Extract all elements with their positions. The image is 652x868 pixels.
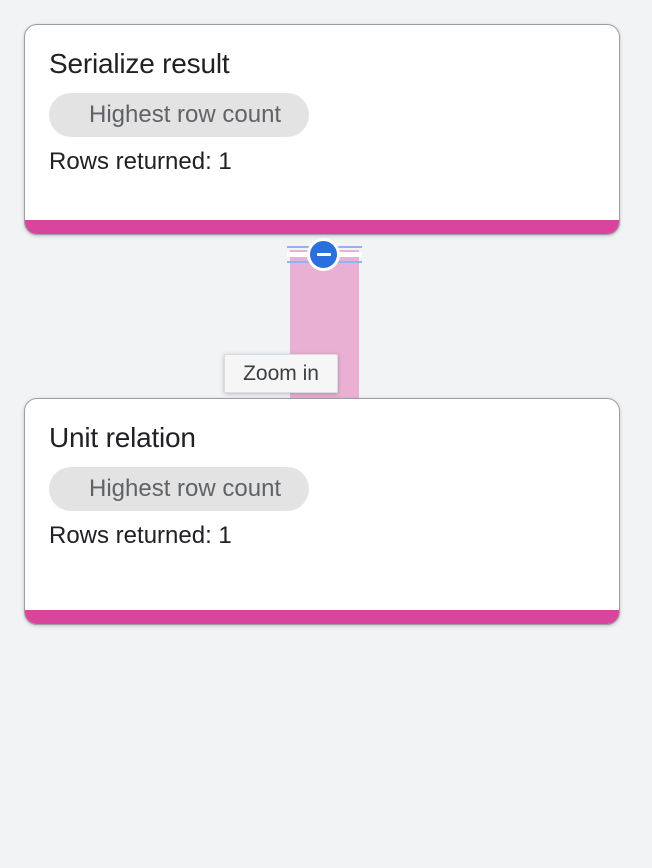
tooltip-zoom-in: Zoom in xyxy=(224,354,338,393)
node-accent-bar xyxy=(25,610,619,624)
handle-line xyxy=(324,246,362,248)
handle-line xyxy=(287,246,325,248)
handle-line xyxy=(287,261,325,263)
node-card-unit-relation[interactable]: Unit relation Highest row count Rows ret… xyxy=(24,398,620,625)
handle-line xyxy=(287,252,325,257)
handle-line xyxy=(324,252,362,257)
node-card-serialize-result[interactable]: Serialize result Highest row count Rows … xyxy=(24,24,620,235)
connector-handle-lines-left xyxy=(287,243,325,266)
node-card-body: Unit relation Highest row count Rows ret… xyxy=(25,399,619,551)
node-accent-bar xyxy=(25,220,619,234)
node-title: Unit relation xyxy=(49,422,196,453)
node-rows-returned: Rows returned: 1 xyxy=(49,522,232,549)
node-rows-returned: Rows returned: 1 xyxy=(49,148,232,175)
node-title: Serialize result xyxy=(49,48,230,79)
minus-circle-icon[interactable] xyxy=(307,238,340,271)
status-badge: Highest row count xyxy=(49,93,310,137)
handle-line xyxy=(324,261,362,263)
node-card-body: Serialize result Highest row count Rows … xyxy=(25,25,619,177)
minus-glyph xyxy=(316,253,331,256)
connector-handle-lines-right xyxy=(324,243,362,266)
status-badge: Highest row count xyxy=(49,467,310,511)
